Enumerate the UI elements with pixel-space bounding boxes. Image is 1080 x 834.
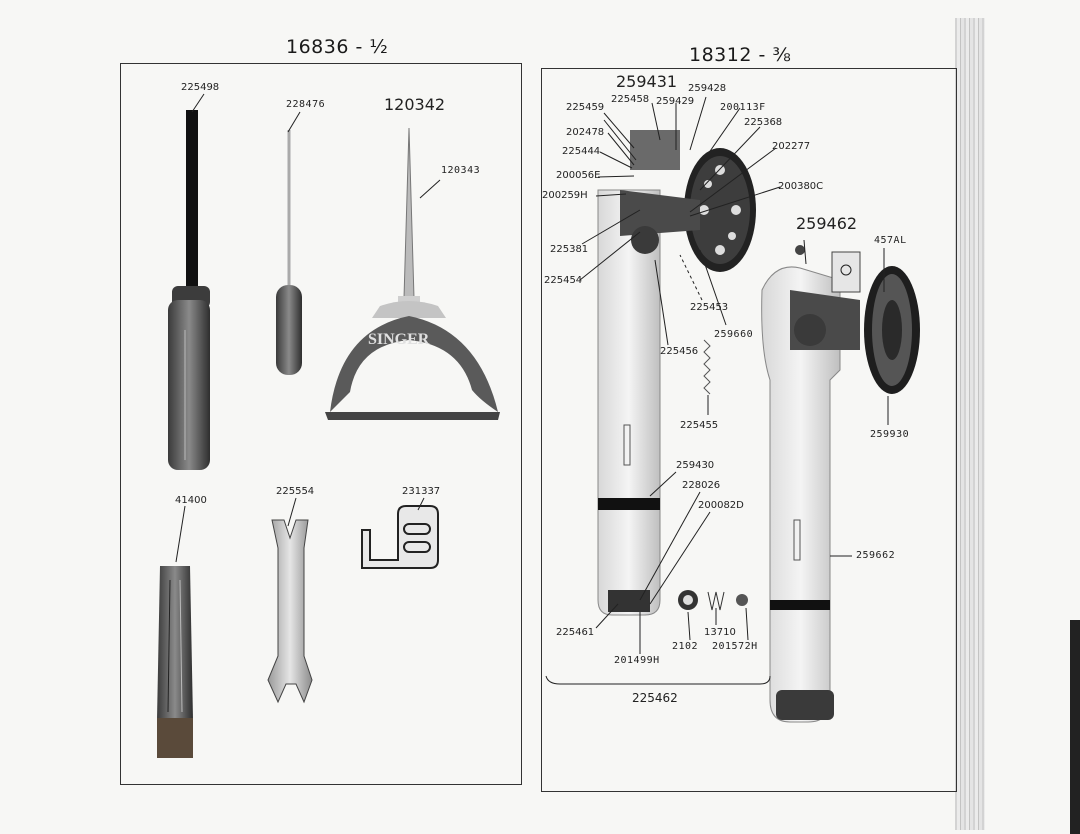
part-457AL: 457AL bbox=[874, 235, 907, 246]
part-200056E: 200056E bbox=[556, 170, 601, 181]
part-202478: 202478 bbox=[566, 127, 605, 138]
part-201572H: 201572H bbox=[712, 641, 758, 652]
part-259429: 259429 bbox=[656, 96, 695, 107]
part-259660: 259660 bbox=[714, 329, 754, 340]
bracket-drawing bbox=[361, 505, 439, 569]
part-259430: 259430 bbox=[676, 460, 715, 471]
part-259431: 259431 bbox=[616, 72, 678, 91]
part-225454: 225454 bbox=[544, 275, 583, 286]
oil-can-brand-text: SINGER bbox=[368, 331, 430, 348]
part-201499H: 201499H bbox=[614, 655, 660, 666]
wrench-drawing bbox=[267, 519, 313, 704]
part-225462: 225462 bbox=[632, 691, 678, 705]
part-13710: 13710 bbox=[704, 627, 736, 638]
wooden-handle-drawing bbox=[157, 566, 193, 758]
part-41400: 41400 bbox=[175, 495, 207, 506]
part-225461: 225461 bbox=[556, 627, 595, 638]
needle-bar-assembly-drawing bbox=[597, 130, 756, 616]
large-screwdriver-drawing bbox=[168, 110, 210, 470]
part-2102: 2102 bbox=[672, 641, 699, 652]
part-225554: 225554 bbox=[276, 486, 315, 497]
part-200113F: 200113F bbox=[720, 102, 766, 113]
bobbin-winder-assembly-drawing bbox=[761, 245, 920, 723]
scanned-page-edge bbox=[955, 18, 985, 830]
part-225444: 225444 bbox=[562, 146, 601, 157]
part-228476: 228476 bbox=[286, 99, 326, 110]
oil-can-drawing: SINGER bbox=[325, 127, 500, 420]
part-200082D: 200082D bbox=[698, 500, 744, 511]
part-225459: 225459 bbox=[566, 102, 605, 113]
part-202277: 202277 bbox=[772, 141, 811, 152]
part-259462: 259462 bbox=[796, 214, 858, 233]
part-231337: 231337 bbox=[402, 486, 441, 497]
part-259428: 259428 bbox=[688, 83, 727, 94]
right-sheet-title: 18312 - ⅜ bbox=[689, 44, 792, 66]
callout-leader-lines bbox=[545, 96, 889, 685]
part-225381: 225381 bbox=[550, 244, 589, 255]
part-225368: 225368 bbox=[744, 117, 783, 128]
part-120342: 120342 bbox=[384, 95, 446, 114]
left-parts-panel bbox=[120, 63, 522, 785]
right-parts-panel bbox=[541, 68, 957, 792]
part-225456: 225456 bbox=[660, 346, 699, 357]
part-259662: 259662 bbox=[856, 550, 896, 561]
part-200380C: 200380C bbox=[778, 181, 824, 192]
small-screwdriver-drawing bbox=[276, 130, 302, 375]
scanned-edge-shadow bbox=[1070, 620, 1080, 834]
part-259930: 259930 bbox=[870, 429, 910, 440]
part-225455: 225455 bbox=[680, 420, 719, 431]
part-225498: 225498 bbox=[181, 82, 220, 93]
part-228026: 228026 bbox=[682, 480, 721, 491]
part-200259H: 200259H bbox=[542, 190, 588, 201]
part-120343: 120343 bbox=[441, 165, 481, 176]
left-sheet-title: 16836 - ½ bbox=[286, 36, 389, 58]
part-225458: 225458 bbox=[611, 94, 650, 105]
part-225453: 225453 bbox=[690, 302, 729, 313]
